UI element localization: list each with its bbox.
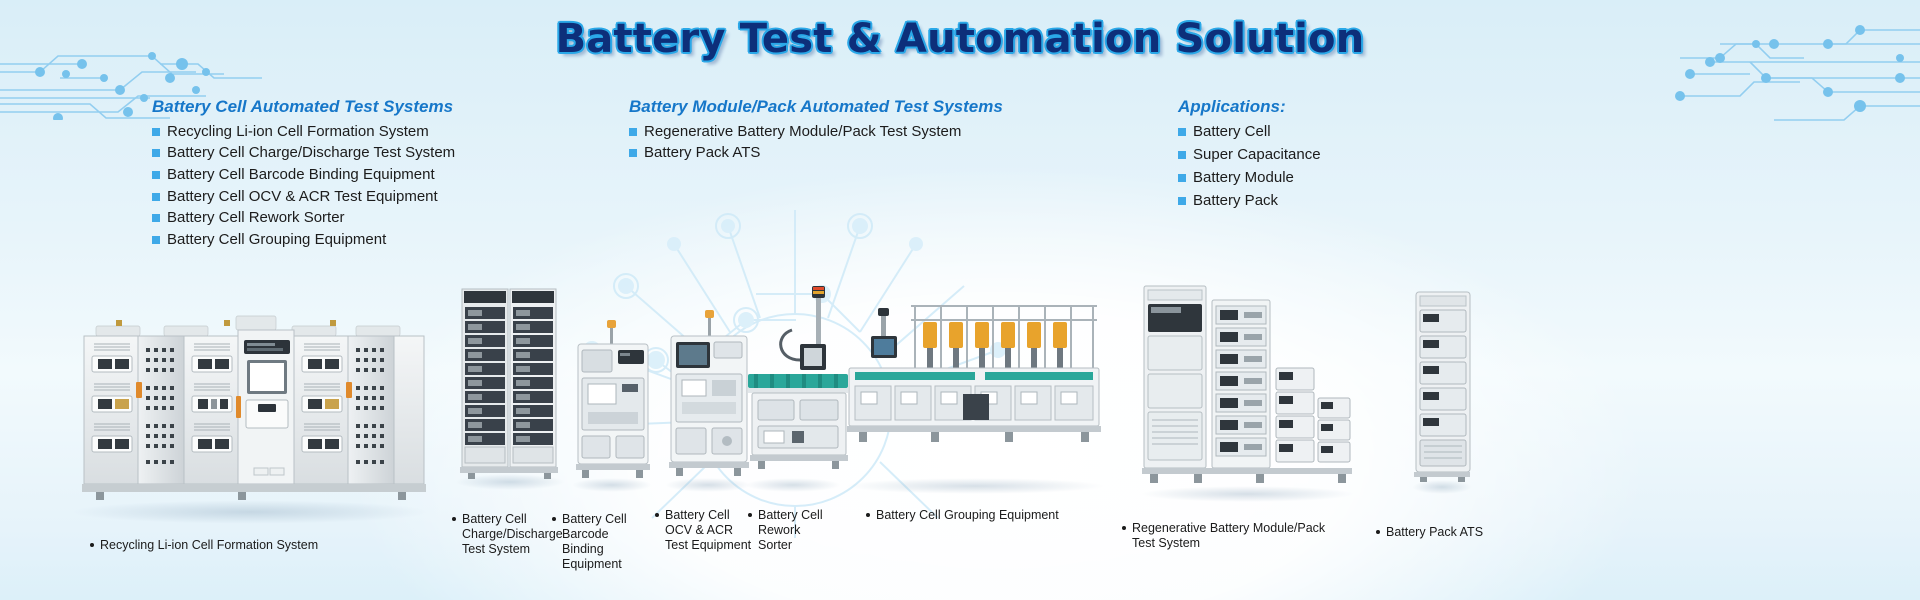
list-item-label: Battery Pack ATS bbox=[644, 144, 761, 162]
list-item-label: Battery Cell OCV & ACR Test Equipment bbox=[167, 187, 438, 205]
equipment-shadow bbox=[455, 474, 565, 490]
list-item-label: Battery Module bbox=[1193, 168, 1294, 186]
list-item-label: Battery Cell Charge/Discharge Test Syste… bbox=[167, 144, 456, 162]
feature-list: Regenerative Battery Module/Pack Test Sy… bbox=[629, 121, 1003, 164]
column-heading: Battery Cell Automated Test Systems bbox=[152, 97, 454, 116]
list-item: Battery Pack ATS bbox=[629, 143, 1003, 165]
bullet-dot-icon bbox=[655, 513, 659, 517]
equipment-shadow bbox=[1412, 480, 1472, 494]
list-item: Battery Cell Rework Sorter bbox=[152, 208, 455, 230]
bullet-square-icon bbox=[152, 127, 160, 136]
equipment-shadow bbox=[665, 478, 751, 492]
feature-list: Battery Cell Super Capacitance Battery M… bbox=[1178, 121, 1321, 213]
equipment-barcode-binding bbox=[574, 320, 652, 482]
list-item-label: Regenerative Battery Module/Pack Test Sy… bbox=[644, 122, 962, 140]
list-item: Battery Cell Grouping Equipment bbox=[152, 229, 455, 251]
bullet-dot-icon bbox=[748, 513, 752, 517]
equipment-grouping-line bbox=[845, 268, 1103, 480]
list-item-label: Battery Cell Barcode Binding Equipment bbox=[167, 165, 435, 183]
list-item: Battery Cell bbox=[1178, 121, 1321, 144]
bullet-dot-icon bbox=[1376, 530, 1380, 534]
page-title: Battery Test & Automation Solution bbox=[555, 16, 1365, 62]
bullet-square-icon bbox=[152, 149, 160, 158]
list-item: Super Capacitance bbox=[1178, 144, 1321, 167]
list-item: Regenerative Battery Module/Pack Test Sy… bbox=[629, 121, 1003, 143]
bullet-dot-icon bbox=[866, 513, 870, 517]
equipment-charge-discharge bbox=[460, 285, 560, 480]
list-item: Battery Pack bbox=[1178, 190, 1321, 213]
list-item: Battery Cell OCV & ACR Test Equipment bbox=[152, 186, 455, 208]
bullet-square-icon bbox=[152, 214, 160, 223]
caption-battery-pack-ats: Battery Pack ATS bbox=[1376, 525, 1516, 540]
equipment-shadow bbox=[70, 500, 430, 524]
list-item-label: Recycling Li-ion Cell Formation System bbox=[167, 122, 429, 140]
bullet-dot-icon bbox=[452, 517, 456, 521]
list-item-label: Super Capacitance bbox=[1193, 146, 1321, 164]
list-item-label: Battery Pack bbox=[1193, 191, 1279, 209]
bullet-square-icon bbox=[1178, 173, 1186, 182]
bullet-dot-icon bbox=[552, 517, 556, 521]
equipment-rework-sorter bbox=[744, 282, 854, 482]
list-item: Battery Cell Barcode Binding Equipment bbox=[152, 164, 455, 186]
feature-column-applications: Applications: Battery Cell Super Capacit… bbox=[1178, 97, 1321, 213]
bullet-square-icon bbox=[629, 127, 637, 136]
bullet-square-icon bbox=[152, 192, 160, 201]
bullet-square-icon bbox=[152, 170, 160, 179]
equipment-shadow bbox=[845, 478, 1105, 494]
equipment-regenerative-test bbox=[1142, 278, 1354, 490]
list-item: Recycling Li-ion Cell Formation System bbox=[152, 121, 455, 143]
equipment-shadow bbox=[1140, 486, 1355, 502]
list-item-label: Battery Cell Rework Sorter bbox=[167, 209, 345, 227]
list-item: Battery Cell Charge/Discharge Test Syste… bbox=[152, 143, 455, 165]
equipment-shadow bbox=[745, 478, 841, 492]
bullet-square-icon bbox=[152, 236, 160, 245]
list-item-label: Battery Cell bbox=[1193, 123, 1271, 141]
bullet-dot-icon bbox=[1122, 526, 1126, 530]
caption-text: Recycling Li-ion Cell Formation System bbox=[100, 538, 319, 552]
bullet-square-icon bbox=[1178, 151, 1186, 160]
caption-text: Battery Pack ATS bbox=[1386, 525, 1484, 539]
feature-list: Recycling Li-ion Cell Formation System B… bbox=[152, 121, 455, 251]
equipment-battery-pack-ats bbox=[1414, 290, 1472, 482]
bullet-dot-icon bbox=[90, 543, 94, 547]
list-item-label: Battery Cell Grouping Equipment bbox=[167, 231, 387, 249]
bullet-square-icon bbox=[1178, 196, 1186, 205]
bullet-square-icon bbox=[1178, 128, 1186, 137]
feature-column-cell-systems: Battery Cell Automated Test Systems Recy… bbox=[152, 97, 455, 251]
caption-text: Battery Cell Grouping Equipment bbox=[876, 508, 1059, 522]
caption-grouping-equipment: Battery Cell Grouping Equipment bbox=[866, 508, 1076, 523]
column-heading: Battery Module/Pack Automated Test Syste… bbox=[629, 97, 1003, 116]
list-item: Battery Module bbox=[1178, 167, 1321, 190]
bullet-square-icon bbox=[629, 149, 637, 158]
equipment-formation-system bbox=[78, 300, 428, 515]
equipment-shadow bbox=[572, 478, 652, 492]
column-heading: Applications: bbox=[1178, 97, 1286, 116]
caption-formation-system: Recycling Li-ion Cell Formation System bbox=[90, 538, 390, 553]
feature-column-module-pack-systems: Battery Module/Pack Automated Test Syste… bbox=[629, 97, 1003, 164]
equipment-ocv-acr bbox=[668, 310, 750, 482]
